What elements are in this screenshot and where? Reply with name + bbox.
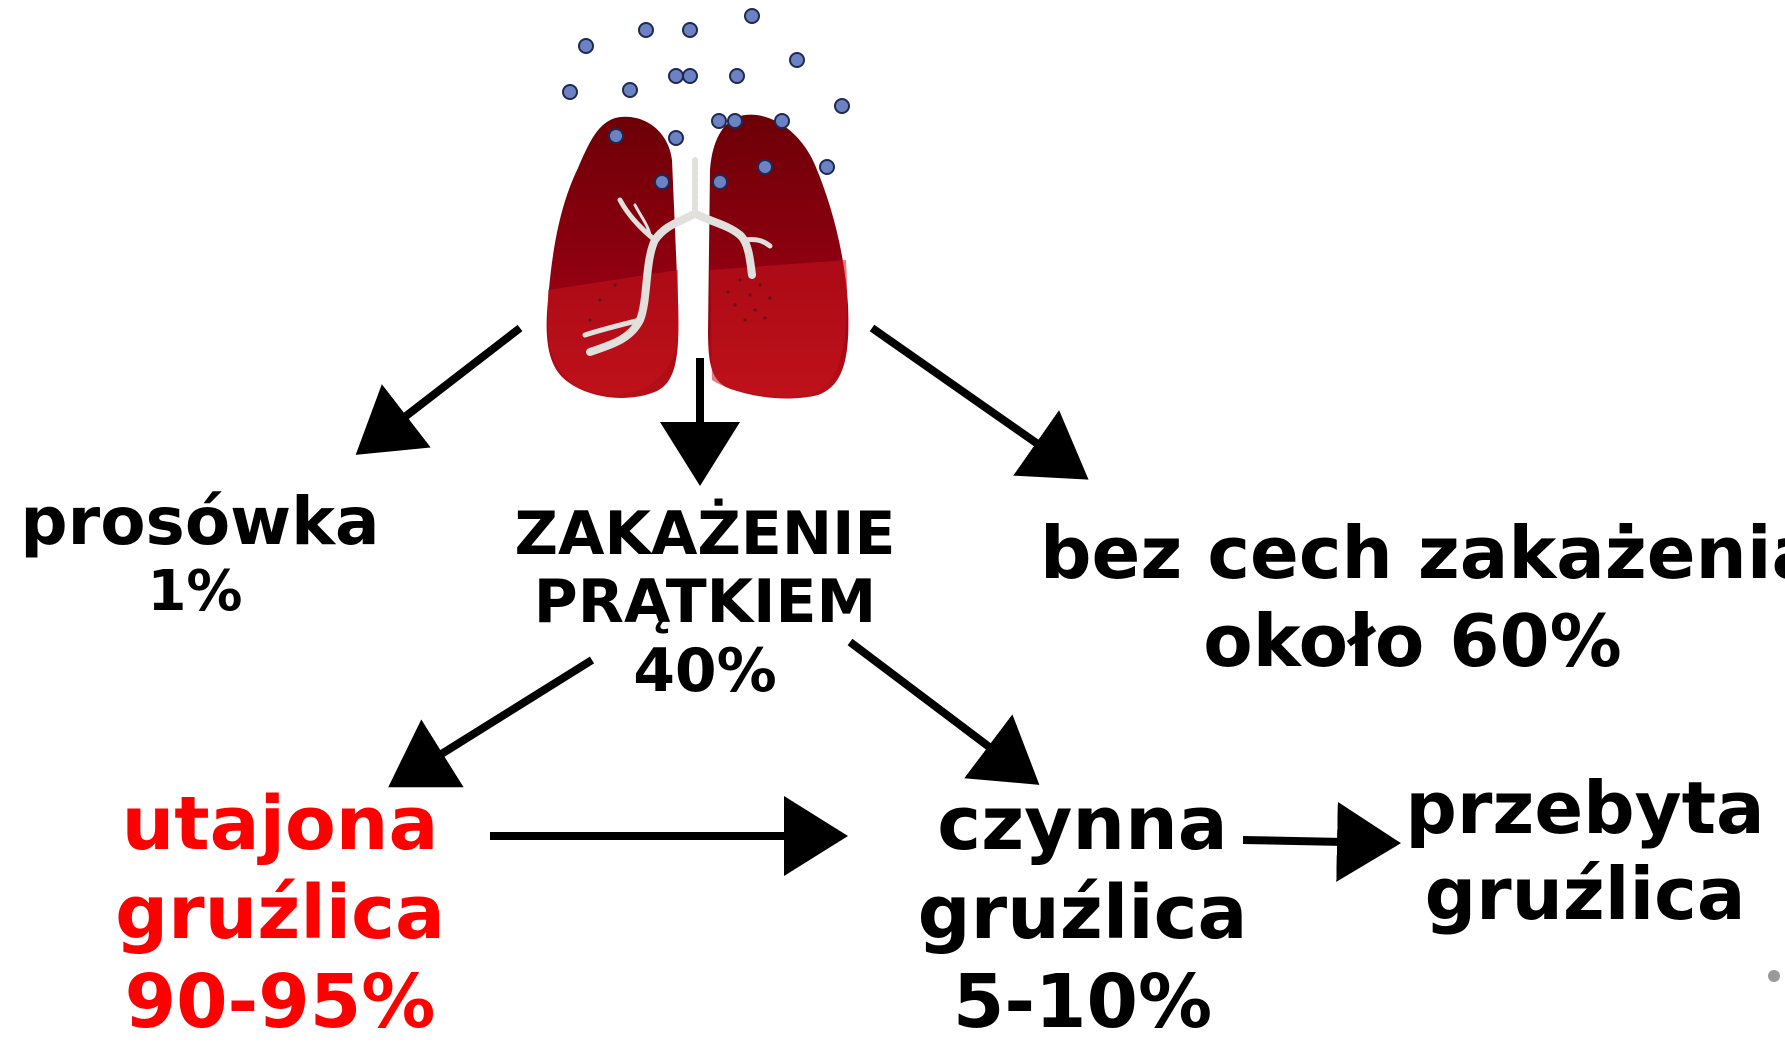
utajona-line1: utajona	[100, 780, 460, 869]
czynna-line2: gruźlica	[905, 869, 1260, 958]
node-prosowka: prosówka 1%	[0, 485, 400, 623]
zakazenie-percent: 40%	[490, 637, 920, 705]
utajona-percent: 90-95%	[100, 958, 460, 1046]
node-przebyta-gruzlica: przebyta gruźlica	[1400, 765, 1770, 938]
prosowka-label: prosówka	[0, 485, 400, 560]
utajona-line2: gruźlica	[100, 869, 460, 958]
bez-cech-line2: około 60%	[1040, 598, 1785, 686]
slide-nav-dot[interactable]	[1768, 970, 1780, 982]
node-czynna-gruzlica: czynna gruźlica 5-10%	[905, 780, 1260, 1046]
bez-cech-line1: bez cech zakażenia	[1040, 510, 1785, 598]
arrow-czynna-to-przebyta	[1243, 840, 1393, 843]
zakazenie-line2: PRĄTKIEM	[490, 568, 920, 636]
arrow-lungs-to-prosowka	[362, 328, 520, 450]
zakazenie-line1: ZAKAŻENIE	[490, 500, 920, 568]
node-bez-cech-zakazenia: bez cech zakażenia około 60%	[1040, 510, 1785, 686]
lungs-icon	[547, 115, 849, 399]
prosowka-percent: 1%	[0, 560, 400, 623]
czynna-percent: 5-10%	[905, 958, 1260, 1046]
czynna-line1: czynna	[905, 780, 1260, 869]
node-utajona-gruzlica: utajona gruźlica 90-95%	[100, 780, 460, 1046]
node-zakazenie-pratkiem: ZAKAŻENIE PRĄTKIEM 40%	[490, 500, 920, 705]
przebyta-line1: przebyta	[1400, 765, 1770, 851]
arrow-lungs-to-bez-cech	[872, 328, 1082, 475]
przebyta-line2: gruźlica	[1400, 851, 1770, 937]
